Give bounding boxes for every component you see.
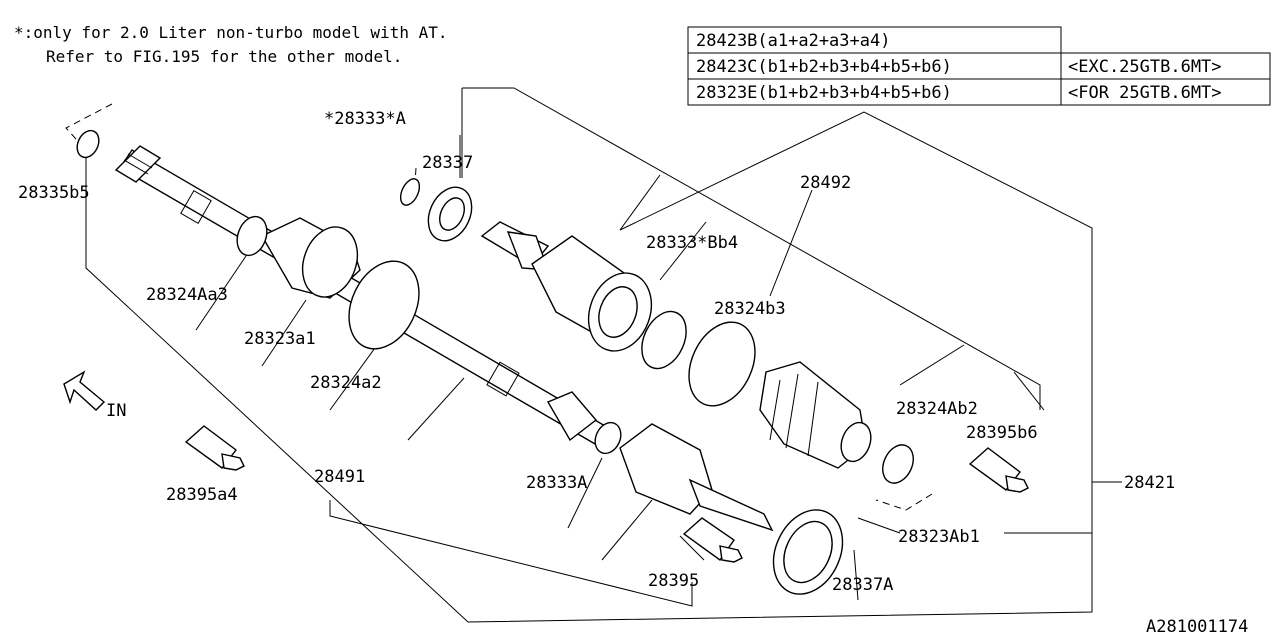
grease-28395: [682, 517, 743, 563]
seal-28337: [427, 186, 473, 242]
inner-boot-28323a1: [236, 215, 361, 299]
label-28333a: 28333A: [526, 473, 587, 493]
boot-band-28324b3: [688, 321, 756, 407]
note-line-2: Refer to FIG.195 for the other model.: [46, 47, 402, 66]
label-28421: 28421: [1124, 473, 1175, 493]
label-28395b6: 28395b6: [966, 423, 1038, 443]
note-line-1: *:only for 2.0 Liter non-turbo model wit…: [14, 23, 447, 42]
label-28395: 28395: [648, 571, 699, 591]
label-28323a1: 28323a1: [244, 329, 316, 349]
label-28395a4: 28395a4: [166, 485, 238, 505]
boot-band-28324ab2: [882, 444, 914, 484]
grease-28395a4: [184, 425, 245, 471]
outer-boot-28323ab1: [759, 361, 872, 469]
seal-28337a: [772, 509, 844, 595]
label-28333-star-b-b4: 28333*Bb4: [646, 233, 738, 253]
label-28337a: 28337A: [832, 575, 893, 595]
figure-id: A281001174: [1146, 617, 1248, 637]
kit-row-1-part: 28423B(a1+a2+a3+a4): [696, 31, 890, 51]
circlip-28333-a: [399, 178, 421, 206]
boot-band-28324a2: [348, 260, 420, 350]
label-28333-star-a: *28333*A: [324, 109, 406, 129]
label-28324ab2: 28324Ab2: [896, 399, 978, 419]
kit-row-2-part: 28423C(b1+b2+b3+b4+b5+b6): [696, 57, 952, 77]
label-28491: 28491: [314, 467, 365, 487]
label-28324a2: 28324a2: [310, 373, 382, 393]
grease-28395b6: [968, 447, 1029, 493]
kit-row-3-part: 28323E(b1+b2+b3+b4+b5+b6): [696, 83, 952, 103]
circlip-28333-b: [641, 310, 687, 370]
circlip-28333a: [594, 421, 622, 455]
outer-cv-joint: [619, 423, 774, 532]
housing-28492: [531, 235, 653, 352]
label-28324aa3: 28324Aa3: [146, 285, 228, 305]
label-28337: 28337: [422, 153, 473, 173]
kit-row-2-note: <EXC.25GTB.6MT>: [1068, 57, 1222, 77]
assembly-bracket-lines: [85, 87, 1122, 623]
kit-row-3-note: <FOR 25GTB.6MT>: [1068, 83, 1222, 103]
label-28323ab1: 28323Ab1: [898, 527, 980, 547]
label-28492: 28492: [800, 173, 851, 193]
in-direction-arrow-icon: [63, 370, 106, 411]
snap-ring-28335b5: [76, 129, 100, 159]
kit-table: 28423B(a1+a2+a3+a4) 28423C(b1+b2+b3+b4+b…: [687, 26, 1271, 106]
label-28324b3: 28324b3: [714, 299, 786, 319]
in-label: IN: [106, 401, 126, 421]
label-28335b5: 28335b5: [18, 183, 90, 203]
